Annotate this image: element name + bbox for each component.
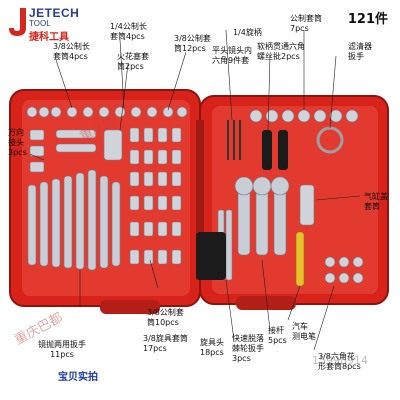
label-socket-38-long: 3/8公制长 套筒4pcs — [53, 42, 90, 61]
label-socket-38-10: 3/8公制套 筒10pcs — [147, 308, 184, 327]
label-torx-socket: 3/8六角花 形套筒8pcs — [318, 352, 361, 371]
label-filter-wrench: 滤清器 扳手 — [348, 42, 372, 61]
label-socket-metric: 公制套筒 7pcs — [290, 14, 322, 33]
label-cylinder-socket: 气缸盖 套筒 — [364, 192, 388, 211]
brand-cn: 捷科工具 — [29, 32, 69, 43]
brand-sub: TOOL — [29, 19, 51, 28]
label-combo-wrench: 镜抛两用扳手 11pcs — [38, 340, 86, 359]
brand-logo-icon — [9, 8, 26, 36]
label-spark-plug: 火花塞套 筒2pcs — [117, 52, 149, 71]
brand-name: JETECH — [29, 6, 80, 20]
piece-count: 121件 — [347, 12, 388, 27]
label-handle-14: 1/4旋柄 — [233, 28, 262, 37]
watermark-phone: 15998914 — [312, 354, 368, 367]
label-socket-38-17: 3/8旋具套筒 17pcs — [143, 334, 188, 353]
label-universal-joint: 万向 接头 3pcs — [8, 128, 27, 157]
label-bit-socket: 平头镜头内 六角9件套 — [212, 46, 252, 65]
label-socket-38-metric: 3/8公制套 筒12pcs — [174, 34, 211, 53]
label-real-photo: 宝贝实拍 — [58, 372, 98, 383]
label-socket-14-long: 1/4公制长 套筒4pcs — [110, 22, 147, 41]
label-rotary: 旋具头 18pcs — [200, 338, 224, 357]
label-soft-handle: 软柄贯通六角 螺丝批2pcs — [257, 42, 305, 61]
label-extension: 接杆 5pcs — [268, 326, 287, 345]
label-tester: 汽车 测电笔 — [292, 322, 316, 341]
label-quick-release: 快速脱落 棘轮扳手 3pcs — [232, 334, 264, 363]
